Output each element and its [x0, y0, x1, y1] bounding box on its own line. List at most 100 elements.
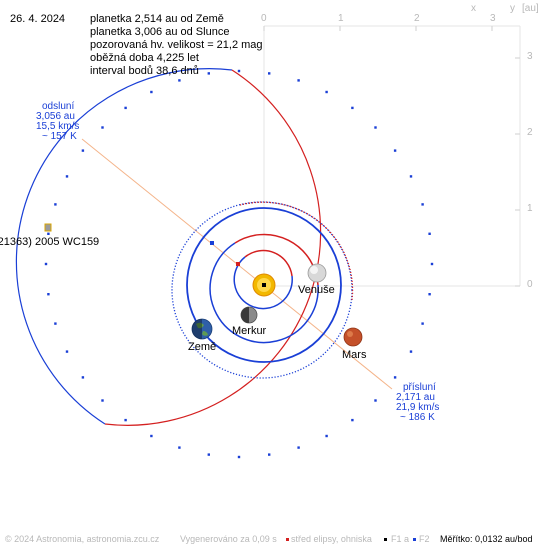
asteroid-orbit-blue	[15, 68, 233, 425]
orbit-point	[124, 418, 127, 422]
footer-legend-f1: F1 a	[391, 534, 410, 544]
info-period: oběžná doba 4,225 let	[90, 52, 199, 64]
venus-label: Venuše	[298, 284, 335, 296]
aphelion-distance: 3,056 au	[36, 111, 75, 122]
venus-orbit-blue-arc	[209, 242, 319, 344]
asteroid-label: (21363) 2005 WC159	[0, 236, 100, 248]
x-tick-label: 1	[338, 13, 344, 24]
footer-legend-f2: F2	[419, 534, 430, 544]
asteroid-orbit-red	[104, 69, 322, 426]
legend-f2-swatch	[413, 538, 416, 541]
orbit-point	[101, 126, 104, 129]
orbit-point	[421, 322, 424, 325]
mercury-orbit-red-arc	[244, 249, 293, 277]
asteroid-marker	[44, 223, 52, 232]
y-tick-label: 1	[527, 203, 533, 214]
info-point-interval: interval bodů 38,6 dnů	[90, 65, 199, 77]
info-magnitude: pozorovaná hv. velikost = 21,2 mag	[90, 39, 263, 51]
y-axis-letter: y	[510, 3, 515, 14]
x-tick-label: 2	[414, 13, 420, 24]
footer-legend-center: střed elipsy, ohniska	[291, 534, 372, 544]
orbit-point	[393, 376, 397, 379]
perihelion-temperature: ~ 186 K	[400, 412, 435, 423]
axis-unit-label: [au]	[522, 3, 539, 14]
aphelion-speed: 15,5 km/s	[36, 121, 80, 132]
legend-f1-swatch	[384, 538, 387, 541]
orbit-point	[178, 79, 181, 82]
orbit-point	[374, 126, 377, 129]
aphelion-temperature: ~ 157 K	[42, 131, 77, 142]
x-tick-label: 3	[490, 13, 496, 24]
orbit-point	[430, 262, 434, 266]
aphelion-title: odsluní	[42, 101, 75, 112]
orbit-point	[65, 175, 69, 178]
orbit-point	[374, 399, 377, 402]
focus-f2-marker	[210, 241, 214, 245]
mars-label: Mars	[342, 349, 367, 361]
mars-highlight	[347, 331, 353, 337]
orbit-point	[207, 72, 210, 75]
orbit-point	[81, 376, 85, 379]
orbit-point	[54, 203, 57, 206]
footer-scale: Měřítko: 0,0132 au/bod	[440, 534, 533, 544]
mars-planet	[343, 327, 363, 347]
venus-planet	[307, 263, 327, 283]
ellipse-center-marker	[236, 262, 240, 266]
x-tick-label: 0	[261, 13, 267, 24]
y-tick-label: 2	[527, 127, 533, 138]
info-distance-sun: planetka 3,006 au od Slunce	[90, 26, 230, 38]
earth-land	[196, 322, 208, 336]
orbit-point	[268, 453, 271, 456]
earth-label: Země	[188, 341, 217, 353]
orbit-point	[81, 149, 85, 152]
footer-copyright: © 2024 Astronomia, astronomia.zcu.cz	[5, 534, 160, 544]
orbit-point	[297, 79, 300, 82]
orbit-point	[351, 418, 354, 422]
orbit-point	[150, 434, 153, 438]
orbit-point	[65, 350, 69, 353]
orbit-point	[428, 293, 431, 296]
orbit-point	[237, 69, 241, 73]
perihelion-title: přísluní	[403, 382, 436, 393]
orbit-point-markers	[44, 69, 434, 459]
sun-focus-marker	[262, 283, 266, 287]
venus-highlight	[310, 266, 318, 274]
orbit-point	[124, 106, 127, 110]
footer-generated: Vygenerováno za 0,09 s	[180, 534, 277, 544]
orbit-point	[54, 322, 57, 325]
orbit-point	[325, 434, 328, 438]
venus-orbit-red-arc	[234, 233, 319, 286]
orbit-point	[268, 72, 271, 75]
orbit-point	[207, 453, 210, 456]
orbit-point	[428, 232, 431, 235]
orbit-point	[44, 262, 48, 266]
axis-ticks	[263, 26, 520, 287]
perihelion-speed: 21,9 km/s	[396, 402, 440, 413]
orbit-point	[325, 90, 328, 94]
orbit-point	[178, 446, 181, 449]
orbit-point	[237, 455, 241, 459]
y-tick-label: 0	[527, 279, 533, 290]
orbit-point	[47, 293, 50, 296]
date-label: 26. 4. 2024	[10, 13, 66, 25]
orbit-point	[47, 232, 50, 235]
orbit-point	[150, 90, 153, 94]
legend-center-swatch	[286, 538, 289, 541]
orbit-point	[421, 203, 424, 206]
y-tick-label: 3	[527, 51, 533, 62]
mercury-label: Merkur	[232, 325, 267, 337]
earth-shadow	[192, 319, 202, 339]
orbit-point	[393, 149, 397, 152]
mercury-orbit-blue-arc	[233, 256, 293, 310]
orbit-point	[351, 106, 354, 110]
orbit-point	[297, 446, 300, 449]
orbit-point	[101, 399, 104, 402]
perihelion-distance: 2,171 au	[396, 392, 435, 403]
x-axis-letter: x	[471, 3, 476, 14]
earth-orbit	[186, 207, 342, 363]
mercury-shadow	[241, 307, 249, 323]
info-distance-earth: planetka 2,514 au od Země	[90, 13, 224, 25]
orbit-point	[409, 350, 413, 353]
orbit-point	[409, 175, 413, 178]
